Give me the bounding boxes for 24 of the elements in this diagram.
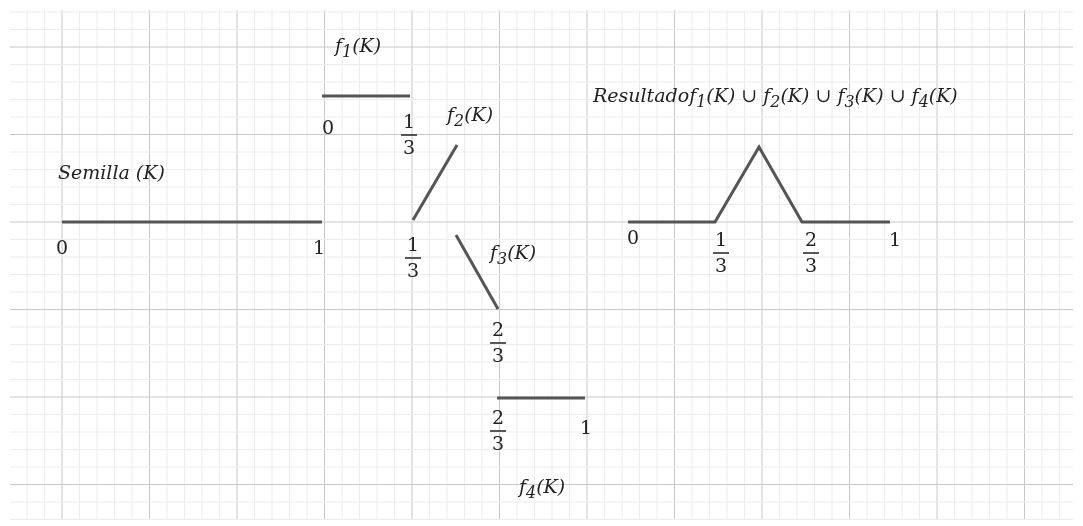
fraction-numerator: 1 (407, 235, 420, 254)
fraction-denominator: 3 (403, 138, 416, 157)
function-label: f$_{1}$(K) (335, 36, 382, 60)
function-label: f$_{3}$(K) (490, 243, 537, 267)
function-label: f$_{2}$(K) (447, 105, 494, 129)
fraction-denominator: 3 (492, 434, 505, 453)
fraction-denominator: 3 (805, 256, 818, 275)
tick-label: 1 (580, 418, 593, 437)
function-label: f$_{4}$(K) (519, 477, 566, 501)
tick-label: 0 (627, 228, 640, 247)
fraction-denominator: 3 (715, 256, 728, 275)
fraction-denominator: 3 (492, 346, 505, 365)
tick-label: 1 (313, 238, 326, 257)
result-formula: Resultadof$_{1}$(K) ∪ f$_{2}$(K) ∪ f$_{3}$(K) ∪ f$_{4}$(K) (593, 86, 958, 110)
tick-label: 0 (322, 118, 335, 137)
fraction-numerator: 2 (805, 230, 818, 249)
curve-label: Semilla (K) (58, 163, 165, 182)
fraction-numerator: 2 (492, 408, 505, 427)
fraction-numerator: 1 (715, 230, 728, 249)
fraction-numerator: 1 (403, 112, 416, 131)
fraction-numerator: 2 (492, 320, 505, 339)
fraction-denominator: 3 (407, 261, 420, 280)
tick-label: 0 (56, 238, 69, 257)
tick-label: 1 (889, 230, 902, 249)
